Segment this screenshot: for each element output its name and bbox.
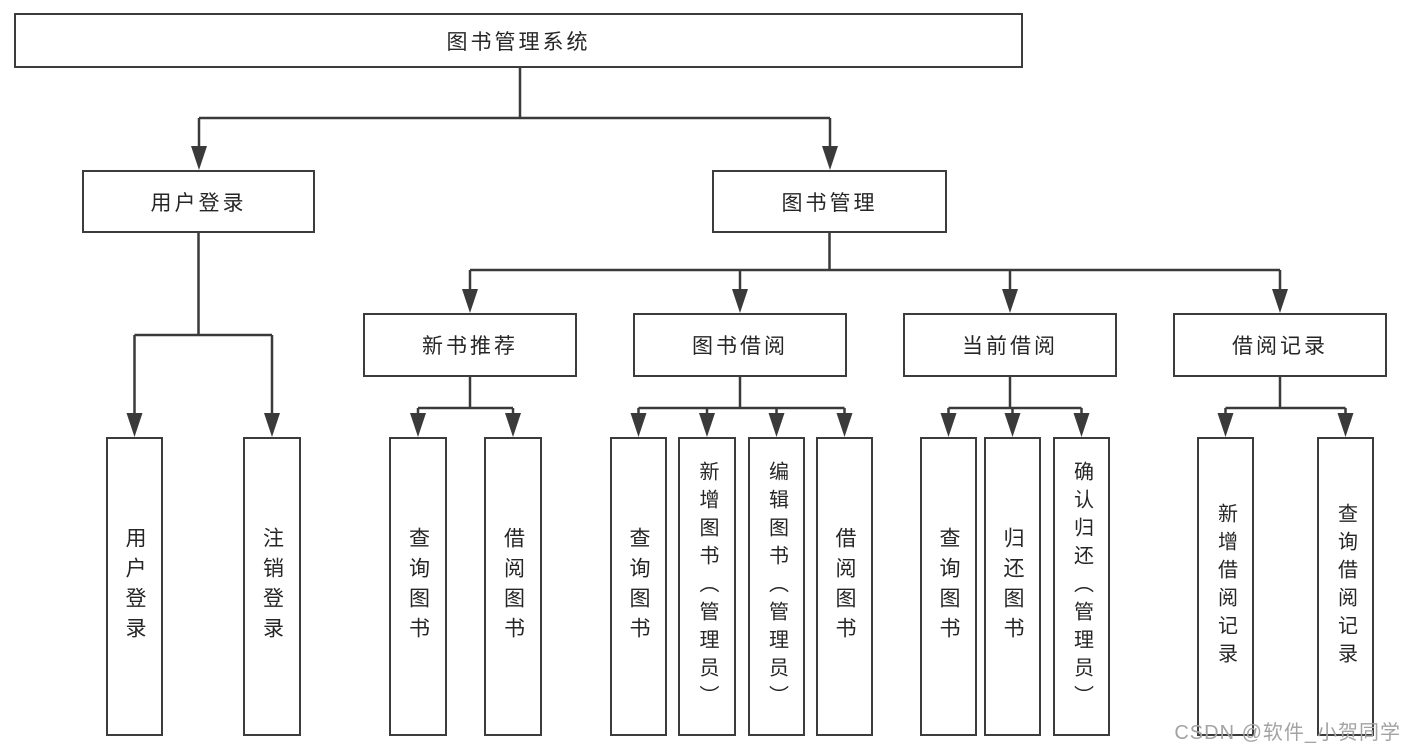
node-leaf-borrow-books: 借阅图书	[816, 437, 873, 736]
node-borrowing-records: 借阅记录	[1173, 313, 1387, 377]
node-leaf-user-login: 用户登录	[106, 437, 163, 736]
node-library-management-system: 图书管理系统	[14, 13, 1023, 68]
node-leaf-borrow-books-recommend: 借阅图书	[484, 437, 542, 736]
node-user-login: 用户登录	[82, 170, 315, 233]
csdn-watermark: CSDN @软件_小贺同学	[1174, 722, 1401, 744]
node-leaf-query-books-recommend: 查询图书	[389, 437, 447, 736]
node-leaf-confirm-return-admin: 确认归还（管理员）	[1053, 437, 1110, 736]
node-leaf-logout: 注销登录	[243, 437, 301, 736]
node-leaf-add-books-admin: 新增图书（管理员）	[678, 437, 736, 736]
node-current-borrowing: 当前借阅	[903, 313, 1117, 377]
node-leaf-return-books: 归还图书	[984, 437, 1041, 736]
node-book-management: 图书管理	[712, 170, 947, 233]
node-leaf-query-books-borrow: 查询图书	[610, 437, 667, 736]
node-leaf-edit-books-admin: 编辑图书（管理员）	[748, 437, 805, 736]
node-leaf-add-borrow-record: 新增借阅记录	[1197, 437, 1254, 736]
node-leaf-query-borrow-record: 查询借阅记录	[1317, 437, 1374, 736]
arrowheads	[126, 146, 1354, 437]
node-book-borrowing: 图书借阅	[633, 313, 847, 377]
node-leaf-query-books-current: 查询图书	[920, 437, 977, 736]
node-new-book-recommendation: 新书推荐	[363, 313, 577, 377]
